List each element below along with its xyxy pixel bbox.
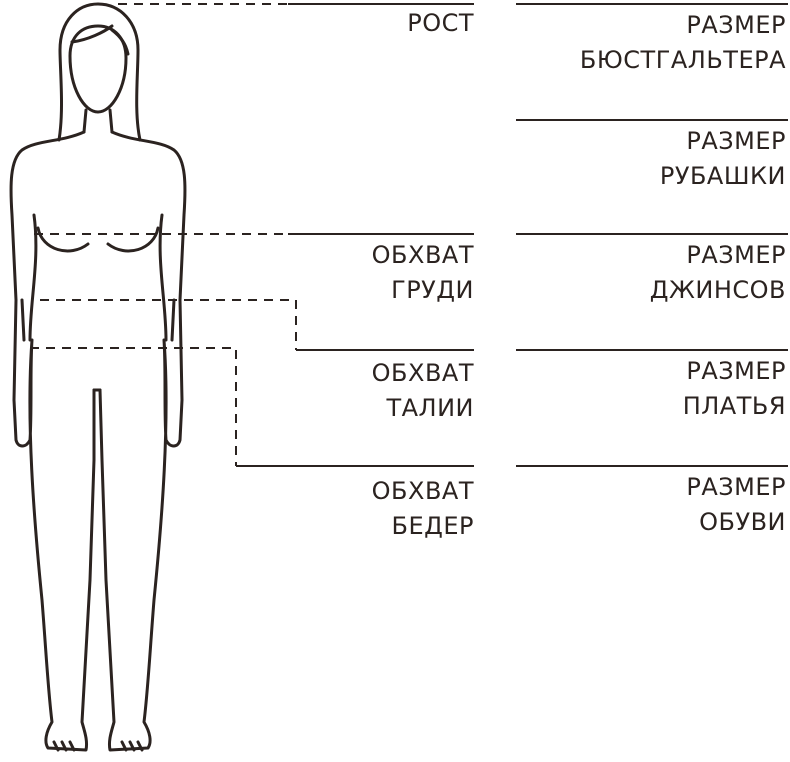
waist-label-line-2: ТАЛИИ xyxy=(386,394,474,422)
dress-size-label: РАЗМЕР ПЛАТЬЯ xyxy=(683,354,786,424)
jeans-size-label-line-1: РАЗМЕР xyxy=(686,241,786,269)
jeans-size-label: РАЗМЕР ДЖИНСОВ xyxy=(650,238,786,308)
bust-right xyxy=(106,226,160,253)
dress-size-label-line-1: РАЗМЕР xyxy=(686,357,786,385)
shoe-size-label: РАЗМЕР ОБУВИ xyxy=(686,470,786,540)
hips-label: ОБХВАТ БЕДЕР xyxy=(372,474,474,544)
toes-left xyxy=(52,740,76,752)
waist-leader xyxy=(40,299,297,350)
height-label-line-1: РОСТ xyxy=(407,9,474,37)
hips-label-line-1: ОБХВАТ xyxy=(371,477,474,505)
jeans-size-label-line-2: ДЖИНСОВ xyxy=(649,276,786,304)
body-left-outline xyxy=(9,130,96,752)
dress-size-label-line-2: ПЛАТЬЯ xyxy=(682,392,786,420)
body-right-outline xyxy=(98,130,187,752)
female-figure-illustration xyxy=(9,2,187,752)
hair-fringe xyxy=(70,24,114,44)
bust-left xyxy=(36,226,90,253)
shirt-size-label-line-2: РУБАШКИ xyxy=(659,162,786,190)
bra-size-label-line-1: РАЗМЕР xyxy=(686,11,786,39)
shirt-size-label-line-1: РАЗМЕР xyxy=(686,127,786,155)
measurement-leaders xyxy=(30,3,297,466)
shoe-size-label-line-1: РАЗМЕР xyxy=(686,473,786,501)
arm-inner-left xyxy=(20,298,26,342)
hips-label-line-2: БЕДЕР xyxy=(391,512,474,540)
waist-label-line-1: ОБХВАТ xyxy=(371,359,474,387)
waist-left xyxy=(28,213,38,342)
hips-leader xyxy=(30,347,237,466)
bust-label-line-1: ОБХВАТ xyxy=(371,241,474,269)
hair-strand xyxy=(110,28,130,56)
neck-right xyxy=(108,108,114,134)
bust-label: ОБХВАТ ГРУДИ xyxy=(372,238,474,308)
bra-size-label-line-2: БЮСТГАЛЬТЕРА xyxy=(579,46,786,74)
shoe-size-label-line-2: ОБУВИ xyxy=(699,508,786,536)
arm-inner-right xyxy=(170,298,176,342)
shirt-size-label: РАЗМЕР РУБАШКИ xyxy=(660,124,786,194)
bust-label-line-2: ГРУДИ xyxy=(391,276,474,304)
waist-label: ОБХВАТ ТАЛИИ xyxy=(372,356,474,426)
hair-outline xyxy=(57,2,142,142)
guide-lines xyxy=(236,3,788,467)
height-label: РОСТ xyxy=(407,6,474,41)
face-outline xyxy=(68,24,128,114)
toes-right xyxy=(120,740,144,752)
bra-size-label: РАЗМЕР БЮСТГАЛЬТЕРА xyxy=(580,8,786,78)
neck-left xyxy=(82,108,88,134)
waist-right xyxy=(158,213,168,342)
